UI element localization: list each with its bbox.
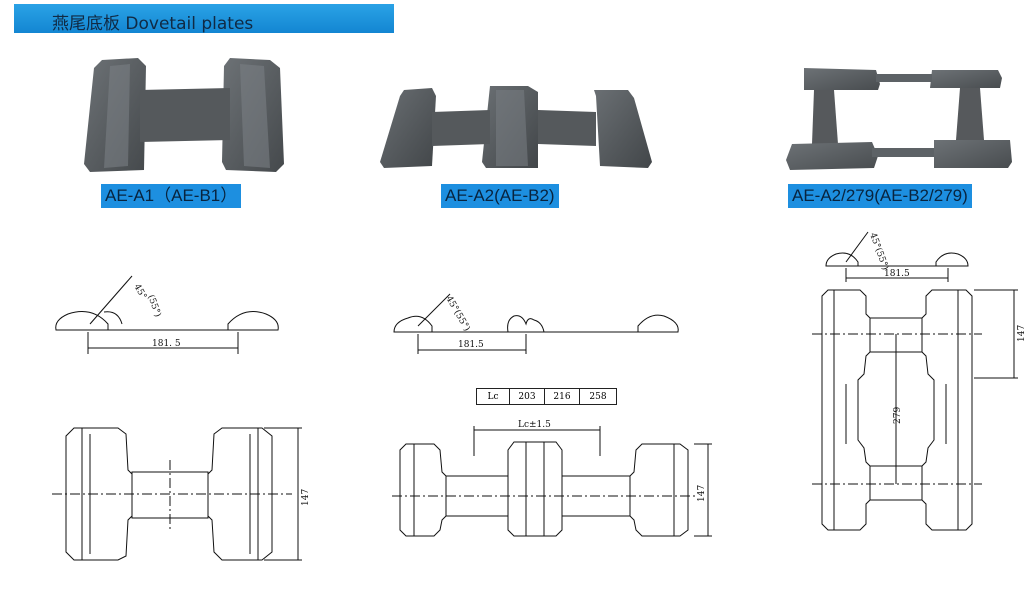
product-photo-ae-a1	[84, 58, 284, 172]
plan-drawing-ae-a2-279: 279 147	[812, 289, 1026, 531]
product-label-ae-a1: AE-A1（AE-B1）	[101, 184, 242, 208]
profile-angle-label: 45°	[131, 283, 148, 302]
plan-length-label: 147	[301, 489, 311, 506]
page-title: 燕尾底板 Dovetail plates	[52, 14, 254, 34]
plan-length-label: 147	[1017, 325, 1026, 342]
product-label-ae-a2: AE-A2(AE-B2)	[441, 184, 559, 208]
lc-table: Lc 203 216 258	[476, 388, 617, 405]
product-photo-ae-a2-279	[786, 68, 1012, 170]
profile-drawing-ae-a1: 45° (55°) 181. 5	[55, 275, 279, 354]
profile-angle-alt-label: (55°)	[145, 293, 163, 318]
plan-length-label: 147	[697, 485, 707, 502]
profile-width-label: 181. 5	[152, 339, 181, 349]
plan-drawing-ae-a1: 147	[52, 427, 311, 561]
profile-width-label: 181.5	[884, 269, 910, 279]
title-banner: 燕尾底板 Dovetail plates	[14, 4, 394, 34]
plan-drawing-ae-a2: Lc±1.5 147	[392, 420, 712, 537]
center-distance-label: Lc±1.5	[518, 420, 551, 430]
lc-table-cell: 258	[579, 388, 617, 405]
profile-width-label: 181.5	[458, 340, 484, 350]
lc-table-cell: 203	[509, 388, 545, 405]
plan-span-label: 279	[893, 407, 903, 424]
product-label-ae-a2-279: AE-A2/279(AE-B2/279)	[788, 184, 972, 208]
lc-table-cell: 216	[544, 388, 580, 405]
product-photo-ae-a2	[380, 86, 652, 168]
profile-drawing-ae-a2: 45°(55°) 181.5	[393, 293, 679, 354]
profile-drawing-ae-a2-279: 45°(55°) 181.5	[825, 231, 969, 282]
profile-angle-label: 45°(55°)	[443, 294, 472, 333]
lc-table-header: Lc	[476, 388, 510, 405]
